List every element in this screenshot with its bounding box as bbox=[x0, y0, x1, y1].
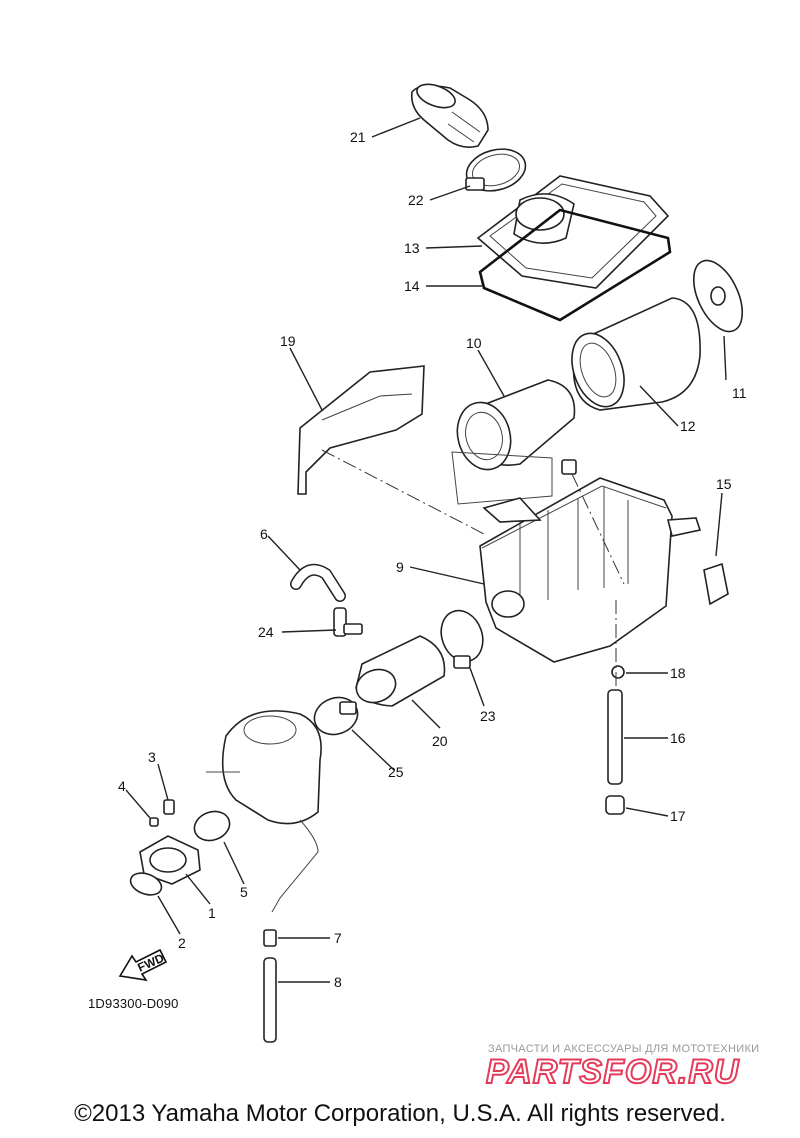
label-25: 25 bbox=[388, 764, 404, 780]
label-20: 20 bbox=[432, 733, 448, 749]
label-2: 2 bbox=[178, 935, 186, 951]
part-4-washer bbox=[149, 817, 159, 827]
label-24: 24 bbox=[258, 624, 274, 640]
assembly-line bbox=[321, 449, 485, 535]
part-23-clamp bbox=[440, 609, 484, 669]
fwd-label: FWD bbox=[135, 951, 166, 975]
leader-lines bbox=[125, 117, 727, 983]
part-22-clamp bbox=[465, 148, 527, 192]
label-18: 18 bbox=[670, 665, 686, 681]
part-20-joint bbox=[355, 635, 446, 707]
label-9: 9 bbox=[396, 559, 404, 575]
watermark-tagline: ЗАПЧАСТИ И АКСЕССУАРЫ ДЛЯ МОТОТЕХНИКИ bbox=[488, 1043, 760, 1055]
label-22: 22 bbox=[408, 192, 424, 208]
part-1-carb-joint bbox=[139, 835, 201, 885]
carburetor bbox=[206, 710, 322, 913]
label-6: 6 bbox=[260, 526, 268, 542]
label-19: 19 bbox=[280, 333, 296, 349]
label-12: 12 bbox=[680, 418, 696, 434]
part-10-filter-inner bbox=[451, 379, 576, 505]
part-17-plug bbox=[605, 795, 625, 815]
part-15-clip bbox=[703, 562, 729, 606]
label-4: 4 bbox=[118, 778, 126, 794]
part-2-o-ring bbox=[129, 872, 163, 896]
label-14: 14 bbox=[404, 278, 420, 294]
label-5: 5 bbox=[240, 884, 248, 900]
part-6-breather-hose bbox=[290, 563, 346, 602]
label-13: 13 bbox=[404, 240, 420, 256]
part-9-air-box bbox=[479, 459, 702, 663]
assembly-line bbox=[571, 473, 625, 585]
label-10: 10 bbox=[466, 335, 482, 351]
fwd-arrow-icon: FWD bbox=[118, 948, 168, 982]
label-8: 8 bbox=[334, 974, 342, 990]
label-3: 3 bbox=[148, 749, 156, 765]
part-16-drain-hose bbox=[607, 689, 623, 785]
label-21: 21 bbox=[350, 129, 366, 145]
part-19-plate bbox=[297, 365, 425, 495]
part-12-filter-element bbox=[571, 297, 701, 411]
diagram-code: 1D93300-D090 bbox=[88, 996, 179, 1011]
part-13-cover bbox=[476, 175, 670, 289]
label-16: 16 bbox=[670, 730, 686, 746]
part-8-hose bbox=[263, 957, 277, 1043]
label-7: 7 bbox=[334, 930, 342, 946]
part-3-screw bbox=[163, 799, 175, 815]
part-14-gasket bbox=[478, 208, 672, 322]
part-21-intake-duct bbox=[410, 83, 489, 148]
part-7-clip bbox=[263, 929, 277, 947]
label-1: 1 bbox=[208, 905, 216, 921]
label-17: 17 bbox=[670, 808, 686, 824]
label-23: 23 bbox=[480, 708, 496, 724]
copyright-footer: ©2013 Yamaha Motor Corporation, U.S.A. A… bbox=[74, 1100, 726, 1127]
part-5-clamp bbox=[193, 810, 231, 842]
part-25-clamp bbox=[313, 696, 359, 736]
part-18-clip bbox=[611, 665, 625, 679]
part-24-joint bbox=[333, 607, 363, 637]
part-11-cap bbox=[692, 259, 744, 333]
label-15: 15 bbox=[716, 476, 732, 492]
watermark-brand: PARTSFOR.RU bbox=[485, 1052, 740, 1092]
label-11: 11 bbox=[732, 385, 747, 401]
